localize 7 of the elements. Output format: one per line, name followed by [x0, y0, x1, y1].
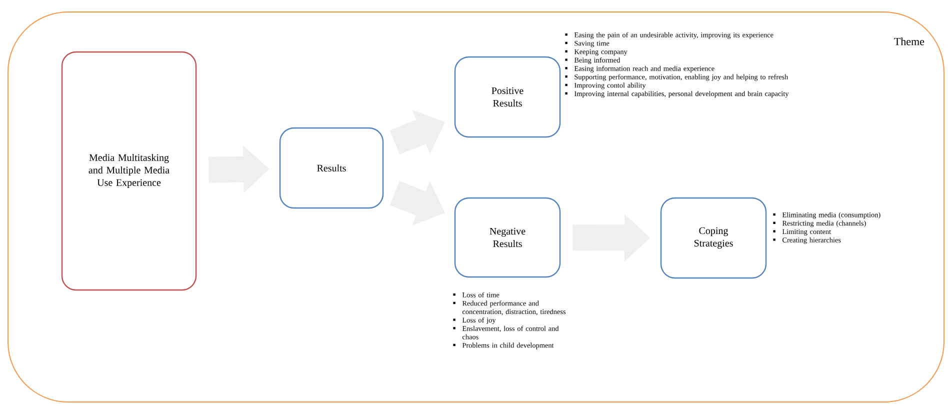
rounded-box: Positive Results — [454, 56, 561, 138]
rounded-box: Coping Strategies — [660, 197, 767, 279]
theme-band — [8, 12, 944, 402]
rounded-box: Results — [279, 127, 384, 209]
rounded-box: Negative Results — [454, 197, 561, 278]
rounded-box: Media Multitasking and Multiple Media Use Experience — [61, 51, 197, 291]
band-title: Theme — [894, 38, 924, 46]
